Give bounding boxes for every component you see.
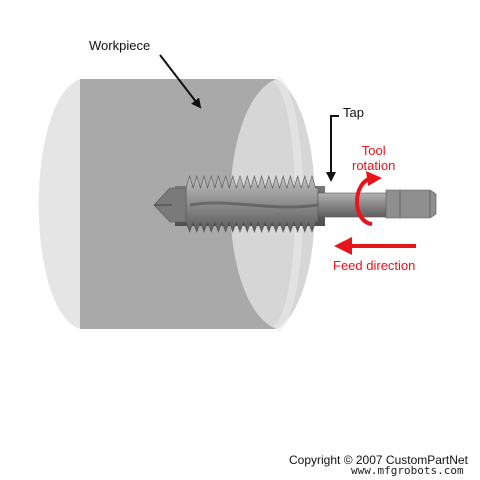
tool-rotation-label: Tool rotation — [352, 143, 396, 174]
workpiece-label: Workpiece — [89, 38, 151, 53]
workpiece-arrow — [159, 54, 202, 109]
tap-shank — [317, 192, 389, 218]
curved-arrow-icon — [355, 171, 382, 226]
tool-rotation-line2: rotation — [352, 157, 396, 173]
tool-rotation-line1: Tool — [361, 143, 386, 158]
watermark-text: www.mfgrobots.com — [351, 464, 464, 477]
copyright-text: Copyright © 2007 CustomPartNet — [289, 453, 468, 467]
arrow-left-icon — [334, 237, 416, 255]
tap-square-end — [385, 189, 437, 219]
tap-arrow — [326, 115, 339, 182]
tap-flute — [189, 201, 319, 209]
tap-tool — [153, 174, 437, 233]
feed-direction-label: Feed direction — [333, 258, 416, 273]
tap-label: Tap — [343, 105, 364, 120]
workpiece-left-face — [38, 79, 80, 329]
